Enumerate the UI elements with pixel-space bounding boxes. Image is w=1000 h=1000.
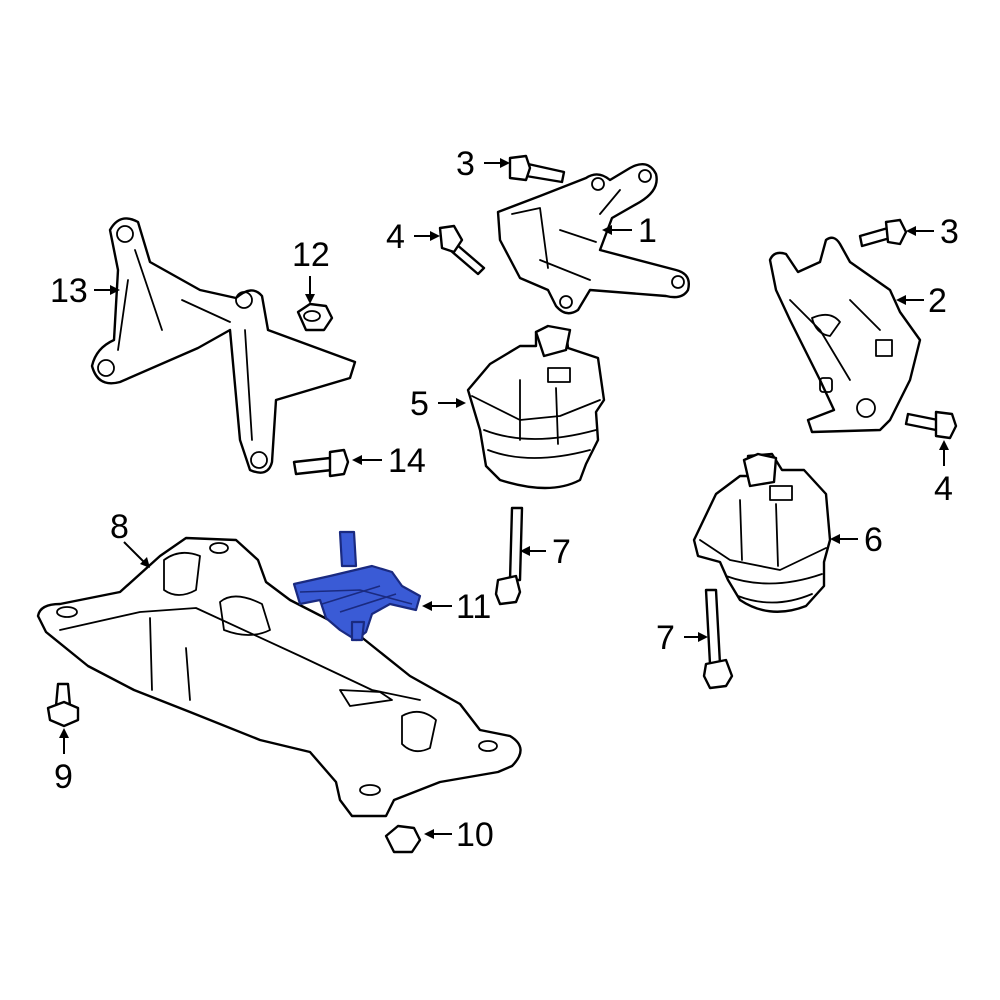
part-1-bracket[interactable] [496,162,690,315]
callout-13: 13 [50,272,88,310]
part-12-nut[interactable] [296,302,334,332]
callout-4-right: 4 [934,470,953,508]
callout-12: 12 [292,236,330,274]
part-2-bracket[interactable] [768,236,922,434]
part-3-bolt-right[interactable] [858,218,908,248]
callout-labels: 1 2 3 3 4 4 5 6 7 7 8 9 10 11 12 13 14 [50,145,959,854]
callout-1: 1 [638,212,657,250]
part-14-bolt[interactable] [292,448,350,478]
part-9-bolt[interactable] [46,682,80,728]
callout-3-top: 3 [456,145,475,183]
callout-9: 9 [54,758,73,796]
part-4-bolt-right[interactable] [904,410,958,440]
part-7-bolt-right[interactable] [702,588,734,690]
callout-2: 2 [928,282,947,320]
callout-10: 10 [456,816,494,854]
part-5-engine-mount[interactable] [466,324,606,490]
callout-7-right: 7 [656,619,675,657]
callout-7-center: 7 [552,533,571,571]
callout-5: 5 [410,385,429,423]
part-3-bolt-top[interactable] [508,154,566,184]
callout-6: 6 [864,521,883,559]
callout-14: 14 [388,442,426,480]
callout-3-right: 3 [940,213,959,251]
part-6-engine-mount[interactable] [692,452,832,613]
callout-4-left: 4 [386,218,405,256]
part-13-bracket[interactable] [90,217,357,474]
callout-8: 8 [110,508,129,546]
callout-leaders [59,158,949,839]
part-11-transmission-mount-highlighted[interactable] [292,530,422,642]
part-4-bolt-left[interactable] [438,224,486,276]
part-10-nut[interactable] [384,824,422,854]
callout-11: 11 [456,588,491,626]
part-8-crossmember[interactable] [36,536,522,818]
part-7-bolt-center[interactable] [494,506,524,606]
